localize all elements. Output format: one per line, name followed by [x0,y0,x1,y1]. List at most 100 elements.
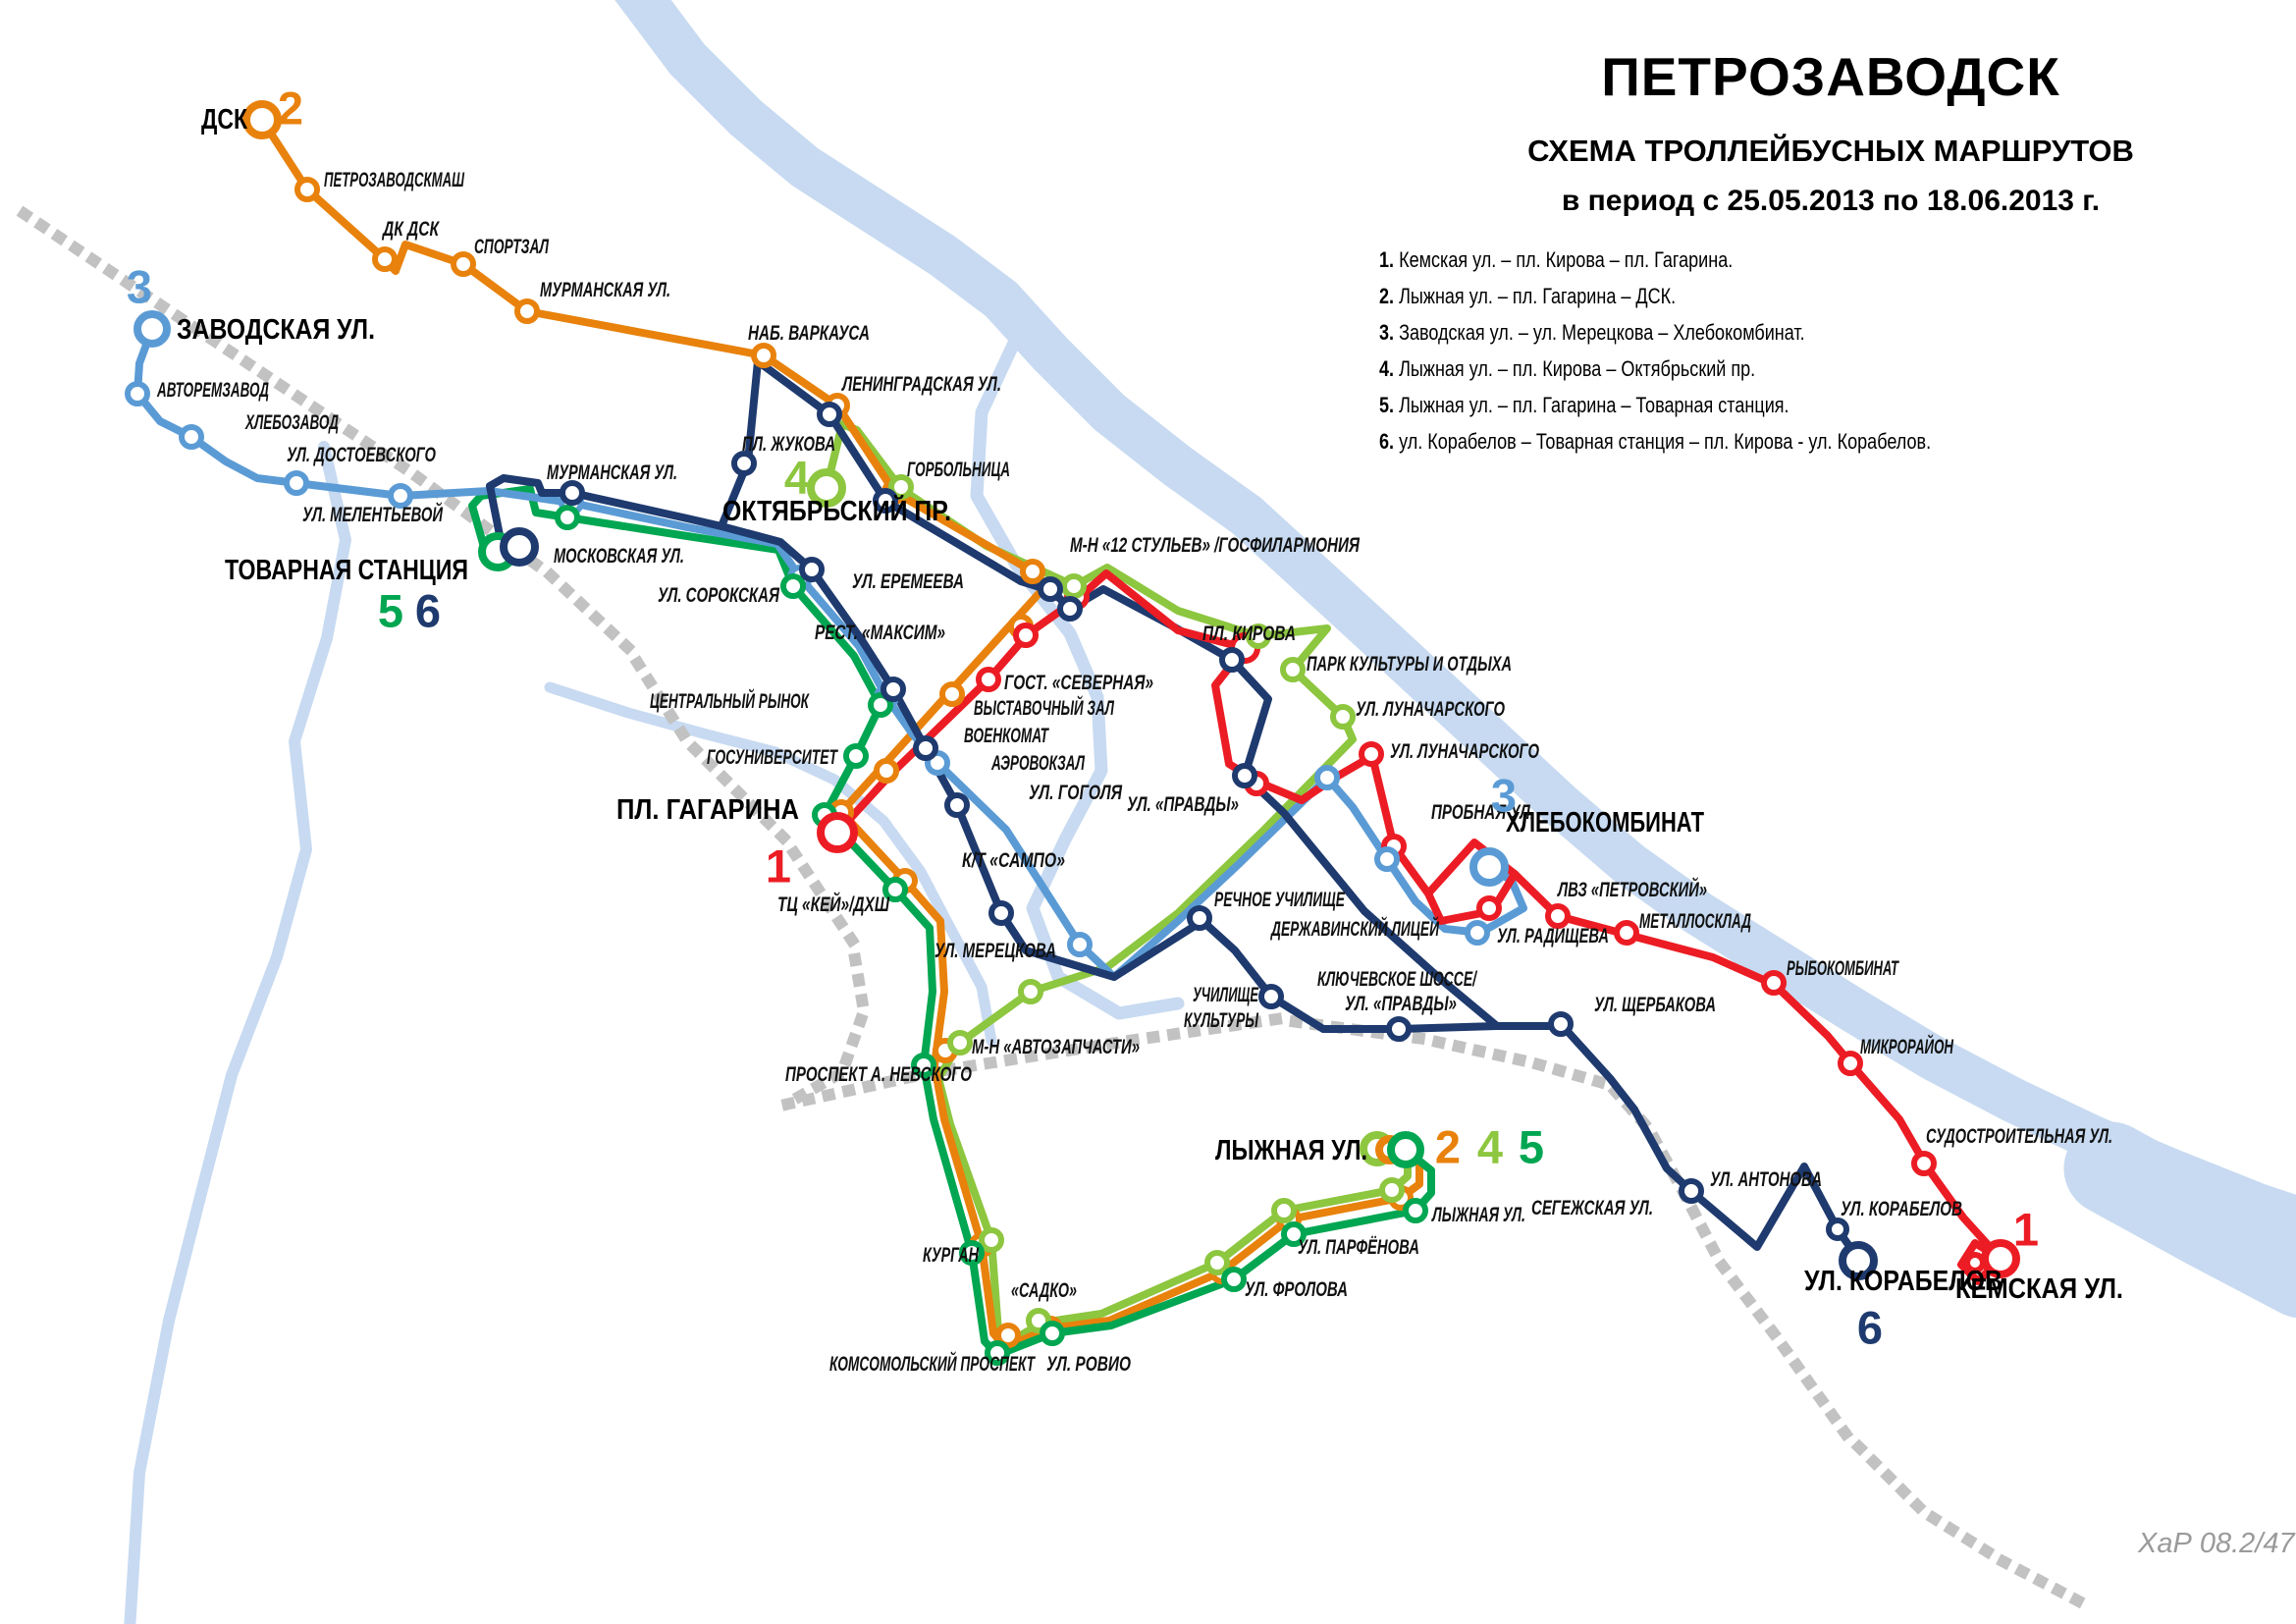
route-description: Заводская ул. – ул. Мерецкова – Хлебоком… [1394,320,1805,345]
stop-marker [1040,1321,1065,1346]
terminal-label: ТОВАРНАЯ СТАНЦИЯ [225,555,468,586]
station-label: УЛ. СОРОКСКАЯ [658,584,779,607]
station-label: УЛ. «ПРАВДЫ» [1127,793,1239,816]
station-label: УЛ. ЩЕРБАКОВА [1594,994,1716,1016]
stop-marker [1020,559,1045,584]
stop-marker [843,743,869,769]
stop-marker [1246,623,1271,649]
stop-marker [1314,765,1340,790]
terminal-label: ПЛ. ГАГАРИНА [616,794,799,826]
stop-marker [1679,1178,1704,1204]
stop-marker [1271,1198,1297,1223]
stop-marker [868,692,893,718]
route-number-badge: 2 [278,82,303,135]
stop-marker [1838,1051,1863,1076]
stop-marker [388,483,413,509]
stop-marker [294,177,320,202]
station-label: ПРОБНАЯ УЛ. [1431,801,1534,824]
station-label: СПОРТЗАЛ [474,236,549,258]
water-body [124,441,351,1624]
route-number-badge: 1 [766,840,791,893]
terminal-marker [1387,1131,1424,1168]
stop-marker [451,251,476,277]
terminal-marker [1981,1239,2020,1278]
station-label: МУРМАНСКАЯ УЛ. [547,461,677,484]
station-label: УЛ. ЛУНАЧАРСКОГО [1356,698,1505,721]
stop-marker [913,735,938,761]
stop-marker [1018,979,1043,1004]
station-label: УЛ. ФРОЛОВА [1245,1278,1348,1301]
terminal-marker [807,468,846,508]
route-4-line [823,420,1412,1346]
terminal-marker [1469,847,1509,887]
station-label: УЛ. РОВИО [1046,1353,1131,1376]
stop-marker [514,298,540,324]
terminal-label: ДСК [201,104,247,135]
station-label: УЛ. ЕРЕМЕЕВА [852,570,964,593]
station-label: МУРМАНСКАЯ УЛ. [540,279,670,301]
route-number-badge: 1 [2013,1204,2039,1256]
stop-marker [751,343,776,368]
stop-marker [911,1053,936,1078]
watermark: ХаР 08.2/47 [2138,1528,2295,1559]
water-body [544,681,997,1047]
stop-marker [1911,1151,1937,1176]
route-1-line [1511,870,2004,1285]
stop-marker [1219,647,1245,673]
stop-marker [1374,846,1400,872]
route-legend-item: 5. Лыжная ул. – пл. Гагарина – Товарная … [1379,387,2282,423]
stop-marker [939,681,965,707]
station-label: ГОСУНИВЕРСИТЕТ [707,746,838,769]
water-body [2063,1121,2296,1318]
stop-marker [372,246,398,272]
stop-marker [1403,1198,1428,1223]
stop-marker [1204,1250,1230,1275]
stop-marker [179,424,204,450]
stop-marker [1232,763,1257,788]
railway-line [16,205,2090,1611]
station-label: ТЦ «КЕЙ»/ДХШ [777,893,889,916]
route-number: 5. [1379,393,1395,417]
stop-marker [817,402,842,427]
station-label: КУЛЬТУРЫ [1184,1009,1259,1032]
station-label: ЛВЗ «ПЕТРОВСКИЙ» [1557,878,1707,901]
station-label: МИКРОРАЙОН [1860,1035,1954,1058]
route-6-line [1493,1022,1864,1266]
stop-marker [780,573,806,599]
stop-marker [1614,920,1639,946]
stop-marker [959,1240,985,1266]
station-label: ПРОСПЕКТ А. НЕВСКОГО [785,1063,972,1086]
station-label: ДЕРЖАВИНСКИЙ ЛИЦЕЙ [1270,917,1440,941]
route-number-badge: 3 [1491,770,1517,822]
terminal-marker [1839,1241,1878,1280]
stop-marker [1061,573,1087,599]
route-description: ул. Корабелов – Товарная станция – пл. К… [1394,429,1932,454]
stop-marker [1187,905,1212,931]
stop-marker [1330,704,1356,730]
station-label: ВЫСТАВОЧНЫЙ ЗАЛ [974,696,1114,720]
station-label: РЕСТ. «МАКСИМ» [815,622,945,644]
route-6-line [718,522,1501,1033]
terminal-label: УЛ. КОРАБЕЛОВ [1804,1266,2002,1297]
route-3-line [133,325,1527,981]
terminal-label: ОКТЯБРЬСКИЙ ПР. [722,494,951,527]
station-label: КУРГАН [923,1244,980,1267]
route-description: Лыжная ул. – пл. Гагарина – Товарная ста… [1394,393,1789,417]
route-number: 6. [1379,429,1395,454]
station-label: СЕГЕЖСКАЯ УЛ. [1531,1197,1653,1219]
map-title: ПЕТРОЗАВОДСК [1601,46,2060,107]
stop-marker [560,480,585,506]
route-number-badge: 4 [1477,1121,1503,1173]
route-number: 2. [1379,284,1395,308]
title-block: ПЕТРОЗАВОДСК СХЕМА ТРОЛЛЕЙБУСНЫХ МАРШРУТ… [1379,45,2282,460]
route-legend-item: 3. Заводская ул. – ул. Мерецкова – Хлебо… [1379,314,2282,351]
stop-marker [976,667,1001,692]
station-label: КОМСОМОЛЬСКИЙ ПРОСПЕКТ [829,1352,1036,1376]
route-number-badge: 3 [127,261,152,313]
route-number: 1. [1379,247,1395,272]
route-number-badge: 5 [378,585,403,637]
stop-marker [125,381,150,406]
stop-marker [1281,1221,1307,1247]
stop-marker [1379,1177,1405,1203]
